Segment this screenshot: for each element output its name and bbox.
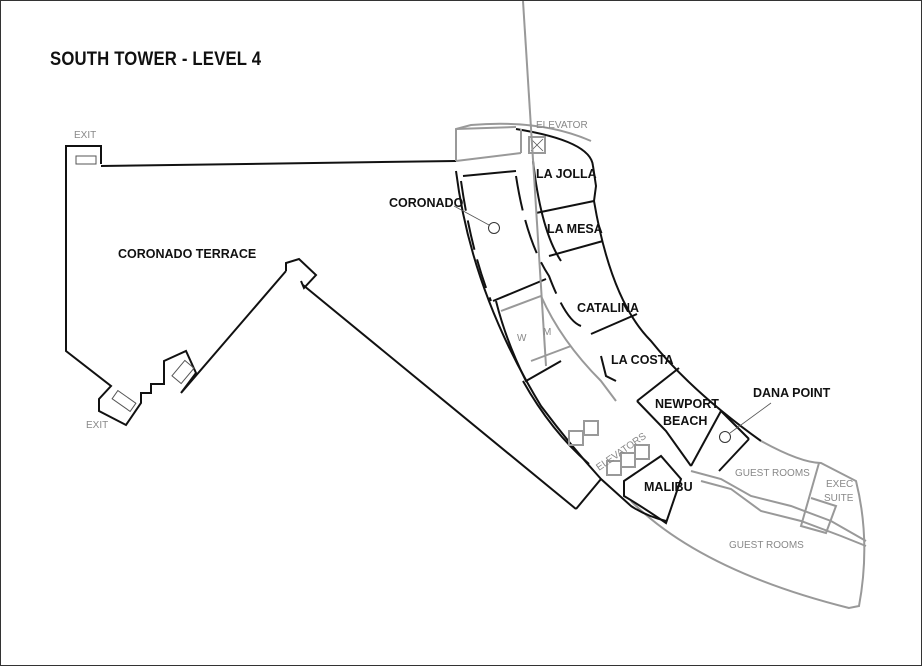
women-restroom-label: W — [517, 333, 527, 344]
page-title: SOUTH TOWER - LEVEL 4 — [50, 49, 262, 70]
stairs-icon — [75, 155, 97, 165]
room-la-costa[interactable]: LA COSTA — [611, 353, 674, 367]
exit-label: EXIT — [74, 130, 96, 141]
guest-rooms-label: GUEST ROOMS — [735, 468, 810, 479]
room-malibu[interactable]: MALIBU — [644, 480, 693, 494]
coronado-terrace-outline — [65, 145, 602, 510]
south-tower-outline — [453, 1, 867, 610]
room-coronado[interactable]: CORONADO — [389, 196, 464, 210]
stairs-icon — [171, 359, 195, 385]
elevators-icon — [568, 420, 650, 476]
exec-suite-label: EXEC — [826, 479, 853, 490]
room-newport-beach-line2[interactable]: BEACH — [663, 414, 707, 428]
stairs-icon — [111, 389, 137, 413]
room-coronado-terrace[interactable]: CORONADO TERRACE — [118, 247, 256, 261]
men-restroom-label: M — [543, 327, 551, 338]
room-la-mesa[interactable]: LA MESA — [547, 222, 603, 236]
room-catalina[interactable]: CATALINA — [577, 301, 639, 315]
room-newport-beach[interactable]: NEWPORT — [655, 397, 719, 411]
exec-suite-label-line2: SUITE — [824, 493, 854, 504]
guest-rooms-label: GUEST ROOMS — [729, 540, 804, 551]
elevator-label: ELEVATOR — [536, 120, 588, 131]
coronado-marker — [488, 222, 500, 234]
room-la-jolla[interactable]: LA JOLLA — [536, 167, 597, 181]
dana-point-marker — [719, 431, 731, 443]
exit-label: EXIT — [86, 420, 108, 431]
elevator-icon — [528, 136, 546, 154]
room-dana-point[interactable]: DANA POINT — [753, 386, 831, 400]
